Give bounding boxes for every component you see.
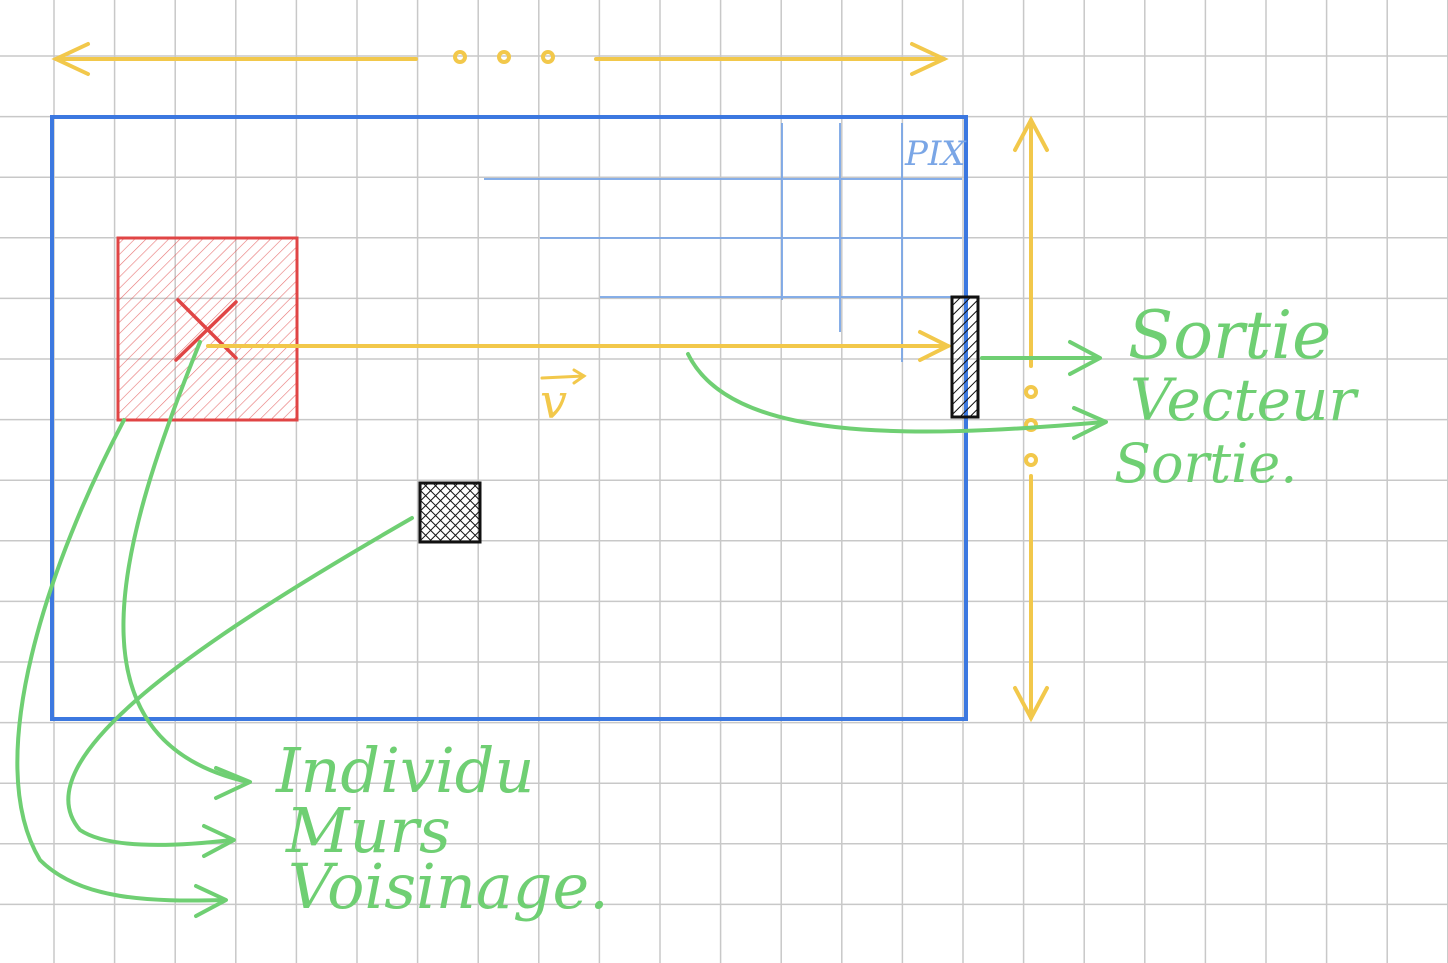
output-labels: Sortie Vecteur Sortie. xyxy=(1114,297,1359,495)
input-labels: Individu Murs Voisinage. xyxy=(275,734,609,923)
hatched-bar-icon xyxy=(950,295,980,419)
vector-label: v xyxy=(540,368,587,430)
output-arrows xyxy=(686,340,1108,440)
direction-vector-arrow xyxy=(206,330,953,362)
width-dimension-arrow xyxy=(51,42,949,76)
pixel-label: PIX xyxy=(904,134,967,174)
input-arrows xyxy=(15,340,414,918)
height-dimension-arrow xyxy=(1013,115,1049,723)
crosshatch-square-icon xyxy=(418,481,482,544)
output-label-exit-2: Sortie. xyxy=(1114,432,1297,495)
svg-text:v: v xyxy=(540,374,567,430)
input-label-walls: Murs xyxy=(285,794,451,867)
output-label-exit: Sortie xyxy=(1128,297,1331,374)
input-label-neighbourhood: Voisinage. xyxy=(288,850,609,923)
cross-icon xyxy=(174,298,238,362)
output-label-vector: Vecteur xyxy=(1130,366,1359,434)
input-label-individual: Individu xyxy=(275,734,534,807)
pixel-grid xyxy=(484,123,962,362)
